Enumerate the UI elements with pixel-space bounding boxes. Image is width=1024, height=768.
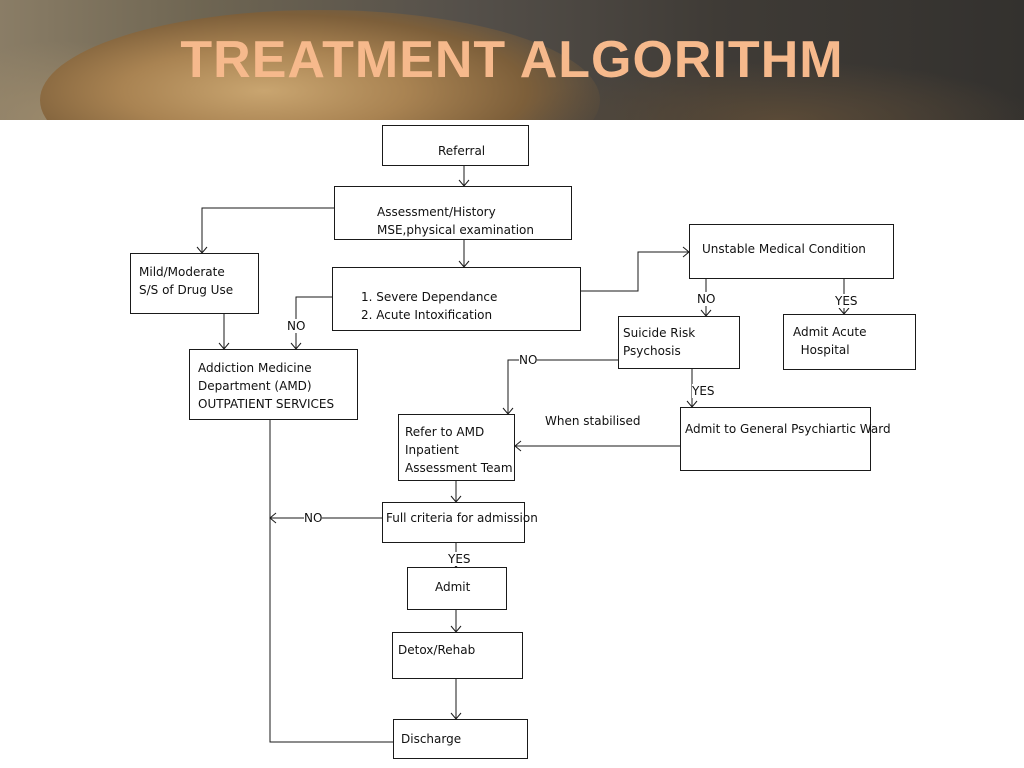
node-assessment: Assessment/History MSE,physical examinat… <box>334 186 572 240</box>
node-refer-amd-inpatient: Refer to AMD Inpatient Assessment Team <box>398 414 515 481</box>
node-text: Admit Acute <box>793 325 867 339</box>
node-text: Referral <box>438 144 486 158</box>
edge-label-unstable-yes: YES <box>835 294 858 308</box>
node-text: Inpatient <box>405 443 459 457</box>
node-text: Full criteria for admission <box>386 511 538 525</box>
node-text: Assessment Team <box>405 461 513 475</box>
node-text: Mild/Moderate <box>139 265 225 279</box>
edge-amd-discharge <box>269 420 393 743</box>
edge-label-when-stabilised: When stabilised <box>545 414 641 428</box>
edge-label-unstable-no: NO <box>697 292 716 306</box>
node-text: OUTPATIENT SERVICES <box>198 397 335 411</box>
node-text: MSE,physical examination <box>377 223 534 237</box>
edge-assessment-mild <box>201 207 334 253</box>
edge-label-criteria-no: NO <box>304 511 323 525</box>
node-mild-moderate: Mild/Moderate S/S of Drug Use <box>130 253 259 314</box>
node-text: Suicide Risk <box>623 326 696 340</box>
edge-label-suicide-yes: YES <box>692 384 715 398</box>
edge-severe-unstable <box>580 251 689 292</box>
node-text: Admit to General Psychiartic Ward <box>685 422 891 436</box>
node-discharge: Discharge <box>393 719 528 759</box>
node-admit-acute-hospital: Admit Acute Hospital <box>783 314 916 370</box>
node-suicide-risk: Suicide Risk Psychosis <box>618 316 740 369</box>
node-admit-psychiatric-ward: Admit to General Psychiartic Ward <box>680 407 891 471</box>
node-text: Department (AMD) <box>198 379 312 393</box>
node-text: 1. Severe Dependance <box>361 290 498 304</box>
node-detox-rehab: Detox/Rehab <box>392 632 523 679</box>
arrowhead <box>514 440 522 452</box>
slide-title: TREATMENT ALGORITHM <box>180 31 844 89</box>
node-text: Addiction Medicine <box>198 361 312 375</box>
node-text: Discharge <box>401 732 462 746</box>
node-amd-outpatient: Addiction Medicine Department (AMD) OUTP… <box>189 349 358 420</box>
edge-label-suicide-no: NO <box>519 353 538 367</box>
node-admit: Admit <box>407 567 507 610</box>
node-severe-dependance: 1. Severe Dependance 2. Acute Intoxifica… <box>332 267 581 331</box>
node-text: Unstable Medical Condition <box>702 242 866 256</box>
node-unstable-medical: Unstable Medical Condition <box>689 224 894 279</box>
node-text: Psychosis <box>623 344 681 358</box>
edge-label-criteria-yes: YES <box>448 552 471 566</box>
node-full-criteria: Full criteria for admission <box>382 502 538 543</box>
node-text: Refer to AMD <box>405 425 485 439</box>
node-text: Hospital <box>793 343 850 357</box>
node-referral: Referral <box>382 125 529 166</box>
header-banner <box>0 0 1024 120</box>
node-text: Admit <box>435 580 471 594</box>
edge-suicide-refer <box>507 359 618 414</box>
node-text: Assessment/History <box>377 205 496 219</box>
edge-label-severe-no: NO <box>287 319 306 333</box>
node-text: S/S of Drug Use <box>139 283 234 297</box>
node-text: Detox/Rehab <box>398 643 476 657</box>
node-text: 2. Acute Intoxification <box>361 308 493 322</box>
